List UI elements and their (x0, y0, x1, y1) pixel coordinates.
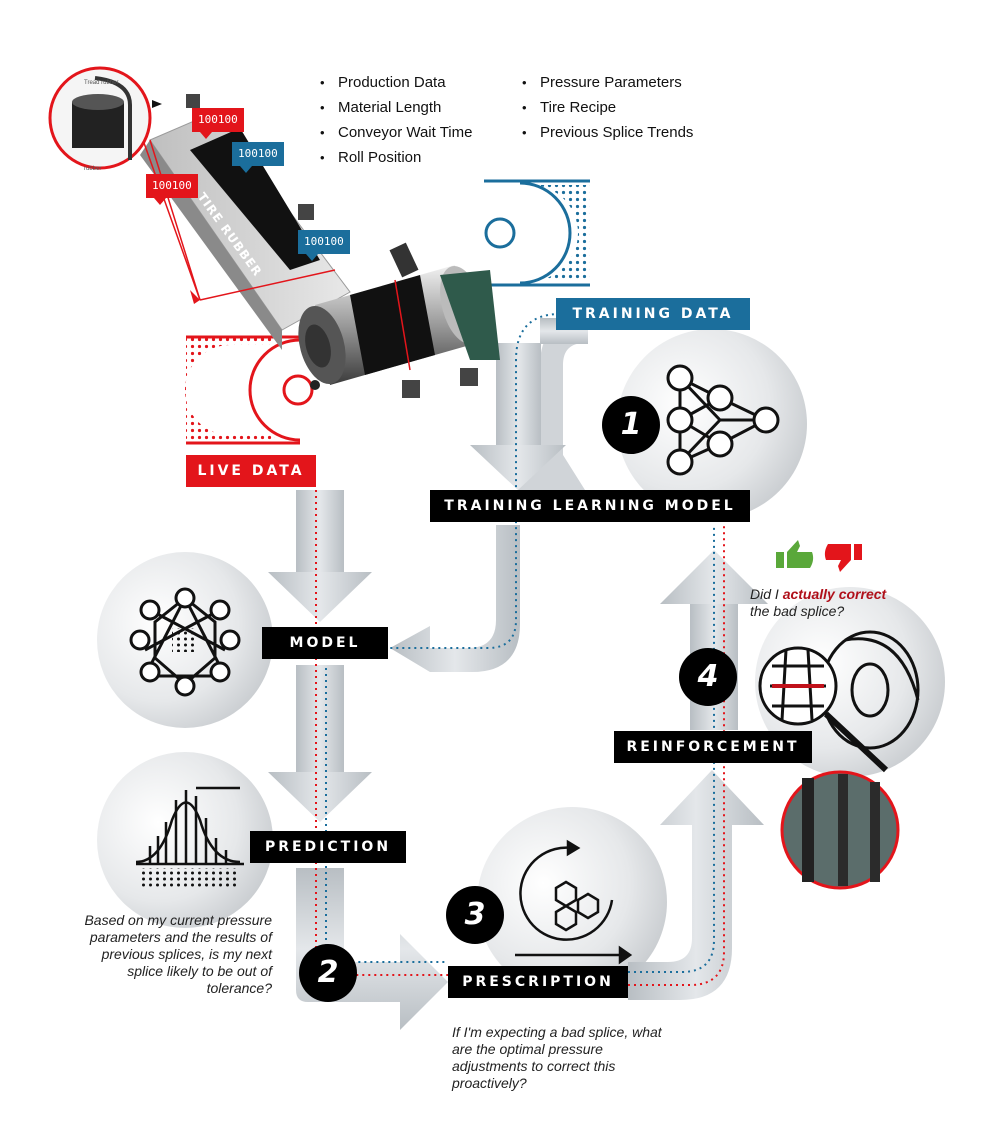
step-number-1: 1 (602, 396, 660, 454)
circle-tire-bg (755, 587, 945, 777)
circle-model-bg (617, 329, 807, 519)
inset-bottom-label: rubber (84, 166, 102, 172)
step-number-2: 2 (299, 944, 357, 1002)
training-data-tread (484, 179, 590, 287)
thumbs-down-icon (824, 544, 862, 572)
step-number-3: 3 (446, 886, 504, 944)
feature-item: Material Length (320, 95, 472, 120)
flow-arrows (268, 318, 768, 1030)
reinforcement-label: REINFORCEMENT (614, 731, 812, 763)
star-network-icon (129, 587, 241, 697)
feature-item: Tire Recipe (522, 95, 693, 120)
prescription-label: PRESCRIPTION (448, 966, 628, 998)
prediction-note: Based on my current pressure parameters … (84, 912, 272, 996)
splice-photo (780, 770, 900, 890)
bell-curve-icon (135, 786, 244, 888)
note-text: the bad splice? (750, 603, 845, 619)
data-tag: 100100 (146, 174, 198, 205)
rubber-inset (48, 66, 162, 170)
thumbs-up-icon (776, 540, 814, 568)
note-text: Did I (750, 586, 783, 602)
data-tag: 100100 (232, 142, 284, 173)
training-model-label: TRAINING LEARNING MODEL (430, 490, 750, 522)
feature-item: Roll Position (320, 145, 472, 170)
prescription-note: If I'm expecting a bad splice, what are … (452, 1024, 662, 1091)
tire-magnifier-icon (758, 630, 920, 773)
data-tag: 100100 (298, 230, 350, 261)
molecule-cycle-icon (515, 839, 633, 965)
live-data-tread (185, 335, 314, 445)
model-label: MODEL (262, 627, 388, 659)
note-emphasis: actually correct (782, 586, 887, 602)
prediction-label: PREDICTION (250, 831, 406, 863)
feature-item: Conveyor Wait Time (320, 120, 472, 145)
feature-item: Previous Splice Trends (522, 120, 693, 145)
feature-list-right: Pressure Parameters Tire Recipe Previous… (522, 70, 693, 145)
feature-item: Pressure Parameters (522, 70, 693, 95)
training-data-label: TRAINING DATA (556, 298, 750, 330)
live-data-label: LIVE DATA (186, 455, 316, 487)
neural-network-icon (666, 364, 780, 476)
data-tag: 100100 (192, 108, 244, 139)
step-number-4: 4 (679, 648, 737, 706)
feature-item: Production Data (320, 70, 472, 95)
feature-list-left: Production Data Material Length Conveyor… (320, 70, 472, 170)
inset-top-label: Tread rubber (84, 80, 119, 86)
